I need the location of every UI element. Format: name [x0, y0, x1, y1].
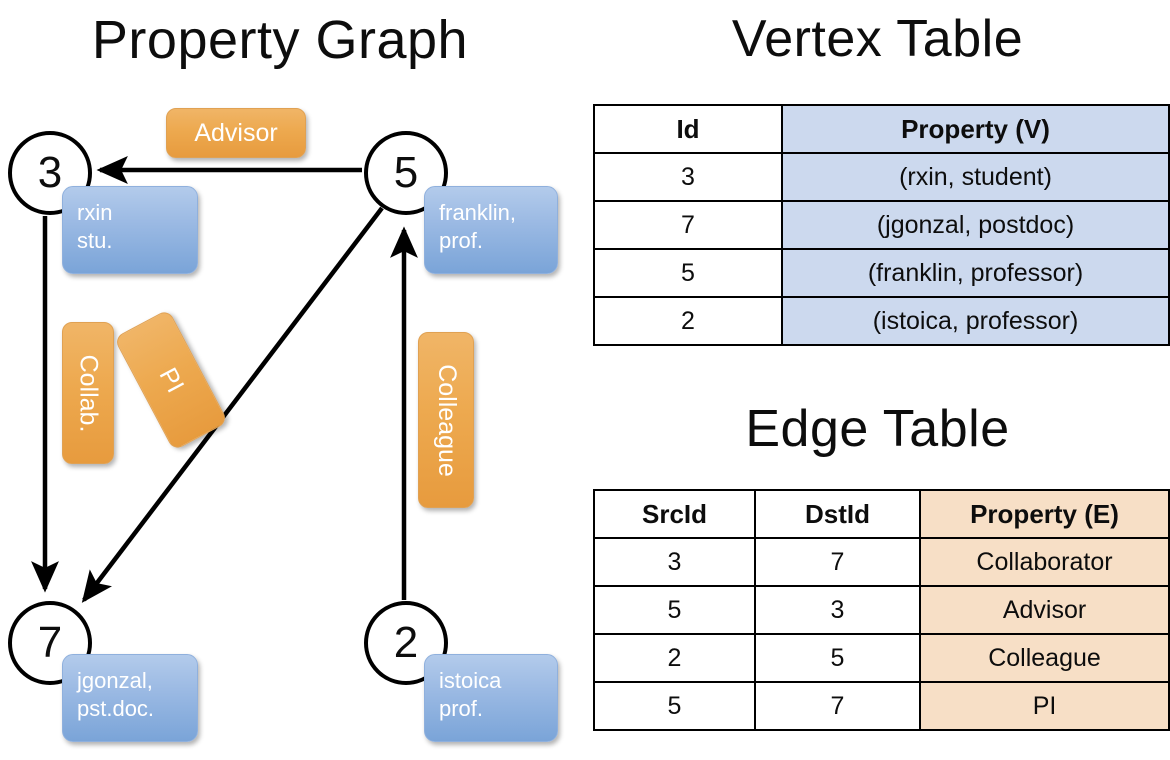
edge-label-box-colleague: Colleague — [418, 332, 474, 508]
property-graph-diagram: 3 5 7 2 rxin stu. franklin, prof. jgonza… — [8, 108, 558, 742]
node-property-line-2: prof. — [439, 696, 484, 721]
column-header-id: Id — [593, 104, 783, 154]
cell-property: Collaborator — [919, 537, 1170, 587]
node-property-line-1: franklin, — [439, 200, 517, 225]
cell-property: (istoica, professor) — [781, 296, 1170, 346]
cell-property: Advisor — [919, 585, 1170, 635]
cell-dstid: 3 — [754, 585, 921, 635]
cell-id: 2 — [593, 296, 783, 346]
cell-property: (jgonzal, postdoc) — [781, 200, 1170, 250]
cell-property: PI — [919, 681, 1170, 731]
cell-id: 5 — [593, 248, 783, 298]
table-row[interactable]: 2 (istoica, professor) — [593, 296, 1170, 346]
cell-dstid: 7 — [754, 681, 921, 731]
table-header-row: SrcId DstId Property (E) — [593, 489, 1170, 539]
table-header-row: Id Property (V) — [593, 104, 1170, 154]
edge-label-box-advisor: Advisor — [166, 108, 306, 158]
cell-id: 3 — [593, 152, 783, 202]
column-header-dstid: DstId — [754, 489, 921, 539]
column-header-property-v: Property (V) — [781, 104, 1170, 154]
page-title-edge-table: Edge Table — [745, 400, 1010, 458]
graph-node-5[interactable]: 5 — [364, 131, 448, 215]
column-header-property-e: Property (E) — [919, 489, 1170, 539]
node-property-box-jgonzal: jgonzal, pst.doc. — [62, 654, 198, 742]
node-property-box-rxin: rxin stu. — [62, 186, 198, 274]
edge-label-text-collab: Collab. — [74, 354, 103, 432]
cell-dstid: 7 — [754, 537, 921, 587]
table-row[interactable]: 5 3 Advisor — [593, 585, 1170, 635]
node-property-box-franklin: franklin, prof. — [424, 186, 558, 274]
table-row[interactable]: 5 (franklin, professor) — [593, 248, 1170, 298]
node-property-line-1: jgonzal, — [77, 668, 153, 693]
edge-label-text-advisor: Advisor — [194, 118, 278, 147]
table-row[interactable]: 3 7 Collaborator — [593, 537, 1170, 587]
node-property-line-2: stu. — [77, 228, 113, 253]
edge-label-text-colleague: Colleague — [432, 363, 461, 477]
node-property-line-1: rxin — [77, 200, 113, 225]
column-header-srcid: SrcId — [593, 489, 756, 539]
table-row[interactable]: 7 (jgonzal, postdoc) — [593, 200, 1170, 250]
cell-property: (franklin, professor) — [781, 248, 1170, 298]
page-title-property-graph: Property Graph — [91, 10, 469, 70]
vertex-table: Id Property (V) 3 (rxin, student) 7 (jgo… — [593, 104, 1170, 346]
graph-node-2[interactable]: 2 — [364, 601, 448, 685]
node-property-line-2: pst.doc. — [77, 696, 155, 721]
cell-dstid: 5 — [754, 633, 921, 683]
node-property-box-istoica: istoica prof. — [424, 654, 558, 742]
edge-arrow-pi — [81, 206, 384, 603]
cell-id: 7 — [593, 200, 783, 250]
cell-srcid: 3 — [593, 537, 756, 587]
cell-property: Colleague — [919, 633, 1170, 683]
edge-label-box-collab: Collab. — [62, 322, 114, 464]
node-property-line-1: istoica — [439, 668, 502, 693]
cell-srcid: 5 — [593, 585, 756, 635]
table-row[interactable]: 5 7 PI — [593, 681, 1170, 731]
table-row[interactable]: 2 5 Colleague — [593, 633, 1170, 683]
node-property-line-2: prof. — [439, 228, 484, 253]
page-title-vertex-table: Vertex Table — [731, 10, 1024, 68]
table-row[interactable]: 3 (rxin, student) — [593, 152, 1170, 202]
edge-label-text-pi: PI — [153, 362, 190, 397]
edge-table: SrcId DstId Property (E) 3 7 Collaborato… — [593, 489, 1170, 731]
cell-srcid: 2 — [593, 633, 756, 683]
graph-edge-arrows — [31, 156, 418, 603]
cell-property: (rxin, student) — [781, 152, 1170, 202]
cell-srcid: 5 — [593, 681, 756, 731]
